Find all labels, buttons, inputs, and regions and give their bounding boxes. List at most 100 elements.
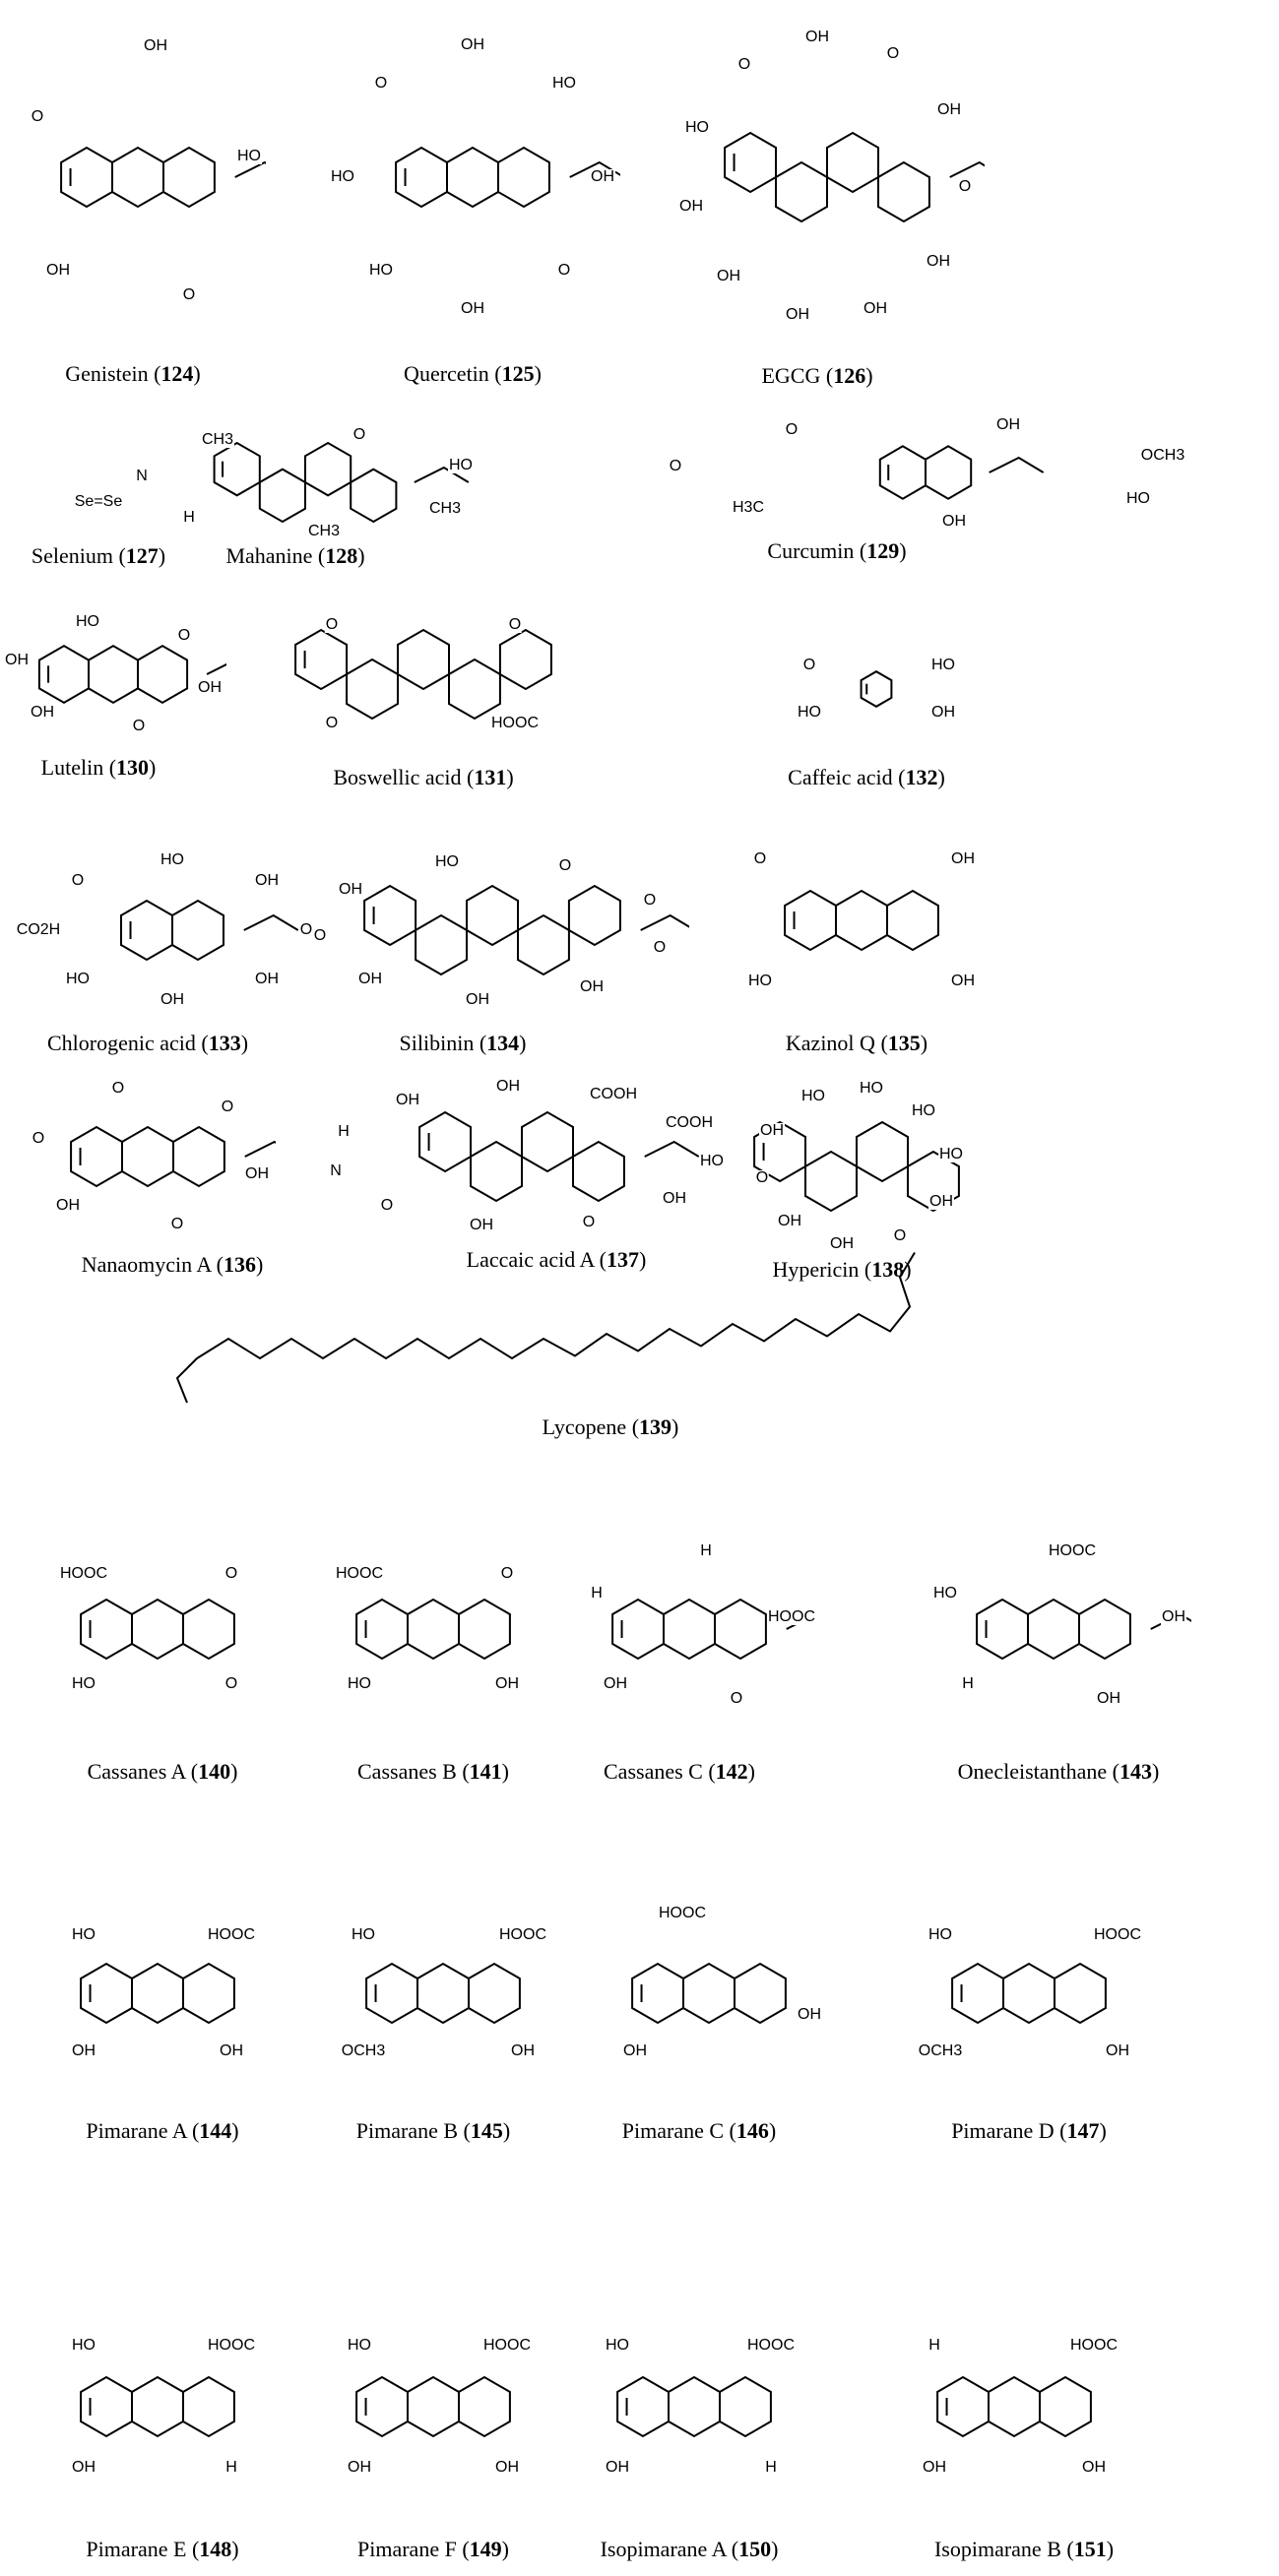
atom-label: HO bbox=[684, 119, 710, 136]
skeletal-structure-drawing bbox=[611, 1598, 807, 1661]
bond-path bbox=[234, 160, 266, 178]
bond-path bbox=[365, 1962, 418, 2025]
compound-number: 139 bbox=[639, 1414, 672, 1439]
atom-label: OH bbox=[936, 101, 962, 118]
bond-path bbox=[416, 1962, 470, 2025]
bond-path bbox=[878, 445, 927, 500]
bond-path bbox=[925, 445, 973, 500]
bond-path bbox=[70, 1125, 123, 1188]
compound-name: Isopimarane A bbox=[600, 2537, 727, 2561]
compound-caption: Onecleistanthane (143) bbox=[957, 1759, 1160, 1784]
atom-label: HOOC bbox=[335, 1565, 384, 1582]
atom-label: O bbox=[754, 1169, 770, 1186]
atom-label: CH3 bbox=[306, 523, 342, 539]
atom-label: HO bbox=[800, 1088, 826, 1104]
skeletal-structure-drawing bbox=[878, 445, 1045, 500]
atom-label: HO bbox=[434, 853, 460, 870]
skeletal-structure-drawing bbox=[418, 1110, 700, 1203]
atom-label: H bbox=[182, 509, 196, 526]
bond-path bbox=[111, 146, 164, 209]
compound-number: 128 bbox=[325, 543, 358, 568]
atom-label: OH bbox=[244, 1165, 270, 1182]
atom-label: HOOC bbox=[490, 715, 540, 731]
atom-label: OH bbox=[785, 306, 810, 323]
atom-label: OH bbox=[395, 1092, 420, 1108]
atom-label: O bbox=[556, 262, 572, 279]
atom-label: O bbox=[784, 421, 799, 438]
compound-caption: Pimarane D (147) bbox=[951, 2118, 1107, 2143]
skeletal-structure-drawing bbox=[175, 1251, 916, 1404]
compound-number: 129 bbox=[866, 538, 900, 563]
compound-name: Silibinin bbox=[399, 1031, 475, 1055]
atom-label: OH bbox=[928, 1193, 954, 1210]
atom-label: O bbox=[220, 1099, 235, 1115]
compound-number: 147 bbox=[1066, 2118, 1100, 2143]
compound-name: Pimarane E bbox=[86, 2537, 187, 2561]
bond-path bbox=[616, 2375, 670, 2438]
atom-label: OH bbox=[863, 300, 888, 317]
compound-name: Lutelin bbox=[40, 755, 104, 780]
atom-label: HOOC bbox=[1069, 2337, 1119, 2354]
bond-path bbox=[860, 670, 893, 708]
atom-label: H bbox=[961, 1675, 975, 1692]
compound-caption: Isopimarane A (150) bbox=[600, 2537, 779, 2561]
skeletal-structure-drawing bbox=[753, 1120, 960, 1213]
skeletal-structure-drawing bbox=[80, 2375, 235, 2438]
compound-name: Pimarane F bbox=[357, 2537, 457, 2561]
compound-caption: Hypericin (138) bbox=[772, 1257, 912, 1282]
atom-label: HO bbox=[351, 1926, 376, 1943]
compound-name: Laccaic acid A bbox=[466, 1247, 595, 1272]
compound-name: Selenium bbox=[31, 543, 113, 568]
skeletal-structure-drawing bbox=[631, 1962, 787, 2025]
atom-label: O bbox=[31, 1130, 46, 1147]
atom-label: OH bbox=[804, 29, 830, 45]
compound-caption: EGCG (126) bbox=[761, 363, 873, 388]
structure-127: Se=Se bbox=[39, 472, 158, 532]
bond-path bbox=[1039, 2375, 1092, 2438]
atom-label: COOH bbox=[665, 1114, 714, 1131]
compound-number: 141 bbox=[469, 1759, 502, 1784]
atom-label: O bbox=[885, 45, 901, 62]
atom-label: HO bbox=[932, 1585, 958, 1602]
bond-path bbox=[397, 628, 450, 691]
skeletal-structure-drawing bbox=[976, 1598, 1191, 1661]
atom-label: OCH3 bbox=[917, 2042, 964, 2059]
bond-path bbox=[734, 1962, 787, 2025]
skeletal-structure-drawing bbox=[395, 146, 620, 209]
atom-label: OH bbox=[922, 2459, 947, 2476]
atom-label: HO bbox=[71, 1926, 96, 1943]
compound-caption: Laccaic acid A (137) bbox=[466, 1247, 647, 1272]
compound-caption: Silibinin (134) bbox=[399, 1031, 527, 1055]
bond-path bbox=[414, 466, 470, 483]
bond-path bbox=[121, 1125, 174, 1188]
bond-path bbox=[989, 456, 1045, 473]
atom-label: OH bbox=[55, 1197, 81, 1214]
bond-path bbox=[517, 913, 570, 976]
compound-number: 138 bbox=[871, 1257, 905, 1282]
skeletal-structure-drawing bbox=[60, 146, 266, 209]
atom-label: OH bbox=[941, 513, 967, 530]
atom-label: H bbox=[590, 1585, 604, 1602]
bond-path bbox=[714, 1598, 767, 1661]
atom-label: O bbox=[729, 1690, 744, 1707]
compound-name: Curcumin bbox=[767, 538, 855, 563]
bond-path bbox=[131, 1962, 184, 2025]
compound-caption: Pimarane B (145) bbox=[355, 2118, 511, 2143]
compound-name: Nanaomycin A bbox=[81, 1252, 212, 1277]
atom-label: O bbox=[298, 921, 314, 938]
atom-label: O bbox=[110, 1080, 126, 1097]
atom-label: COOH bbox=[589, 1086, 638, 1102]
compound-caption: Lutelin (130) bbox=[40, 755, 157, 780]
compound-name: Isopimarane B bbox=[933, 2537, 1061, 2561]
compound-caption: Cassanes C (142) bbox=[604, 1759, 755, 1784]
compound-number: 124 bbox=[160, 361, 194, 386]
